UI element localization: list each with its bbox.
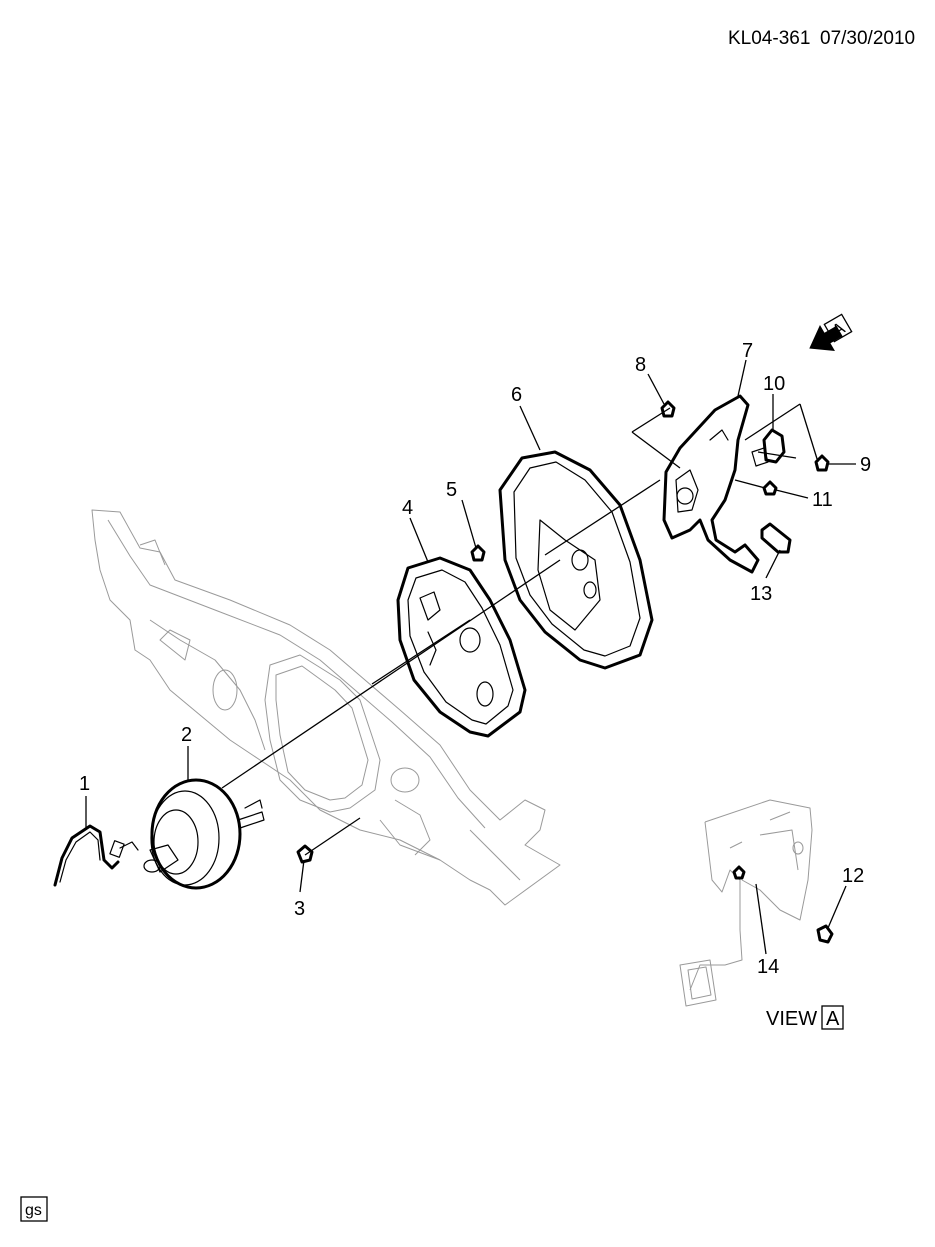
part-5-nut bbox=[470, 544, 486, 562]
dash-panel bbox=[91, 509, 561, 906]
callout-12: 12 bbox=[842, 865, 864, 887]
callout-1: 1 bbox=[79, 773, 90, 795]
diagram-code: KL04-361 bbox=[728, 28, 810, 49]
footer-tag: gs bbox=[20, 1196, 48, 1222]
view-a-label: VIEW A bbox=[766, 1005, 844, 1030]
callout-7: 7 bbox=[742, 340, 753, 362]
part-8-nut bbox=[660, 400, 676, 418]
part-6-insulator bbox=[498, 450, 654, 670]
callout-13: 13 bbox=[750, 583, 772, 605]
assembly-lines bbox=[221, 403, 819, 856]
part-4-seal bbox=[396, 556, 527, 738]
view-direction-arrow: A bbox=[809, 313, 853, 351]
footer-tag-text: gs bbox=[25, 1202, 42, 1219]
callout-4: 4 bbox=[402, 497, 413, 519]
callout-5: 5 bbox=[446, 479, 457, 501]
view-a-inset bbox=[679, 799, 834, 1007]
callout-6: 6 bbox=[511, 384, 522, 406]
callout-14: 14 bbox=[757, 956, 779, 978]
callout-9: 9 bbox=[860, 454, 871, 476]
callout-leaders bbox=[85, 359, 856, 955]
callout-8: 8 bbox=[635, 354, 646, 376]
part-3-nut bbox=[296, 844, 314, 864]
callout-2: 2 bbox=[181, 724, 192, 746]
callout-10: 10 bbox=[763, 373, 785, 395]
part-10-switch bbox=[751, 428, 786, 467]
callout-labels: 1 2 3 4 5 6 7 8 9 10 11 12 13 14 bbox=[79, 340, 871, 978]
part-11-nut bbox=[762, 480, 778, 496]
part-1-vacuum-hose bbox=[53, 824, 139, 887]
view-label-text: VIEW bbox=[766, 1008, 817, 1030]
callout-11: 11 bbox=[812, 489, 833, 511]
part-9-bolt bbox=[814, 454, 830, 472]
part-13-pedal-pad bbox=[760, 522, 792, 554]
diagram-date: 07/30/2010 bbox=[820, 28, 915, 49]
part-7-pedal-bracket bbox=[662, 394, 760, 574]
callout-3: 3 bbox=[294, 898, 305, 920]
part-2-brake-booster bbox=[143, 778, 265, 890]
view-label-letter: A bbox=[826, 1008, 840, 1030]
